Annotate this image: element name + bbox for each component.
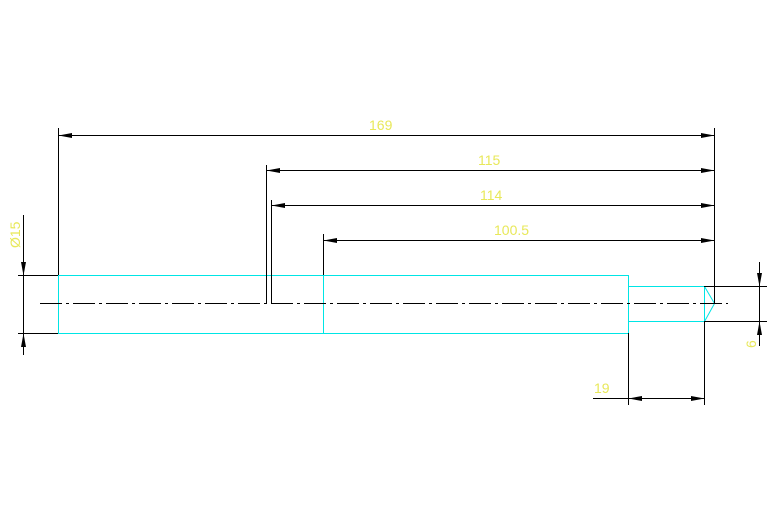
dimension-label-diameter-15: Ø15 bbox=[7, 221, 23, 248]
arrowhead bbox=[628, 396, 642, 401]
dimension-label-diameter-6: 6 bbox=[743, 340, 759, 348]
arrowhead bbox=[271, 203, 285, 208]
arrowhead bbox=[21, 262, 26, 276]
arrowhead bbox=[701, 133, 715, 138]
dimension-169: 169 bbox=[58, 117, 715, 303]
dimension-100-5: 100.5 bbox=[323, 222, 715, 275]
dimension-label-169: 169 bbox=[369, 117, 393, 133]
dimension-diameter-6: 6 bbox=[704, 262, 767, 348]
dimension-114: 114 bbox=[271, 187, 715, 303]
arrowhead bbox=[691, 396, 705, 401]
dimension-label-19: 19 bbox=[594, 380, 610, 396]
shaft-left-section bbox=[58, 275, 324, 334]
part-outline bbox=[58, 275, 716, 334]
arrowhead bbox=[701, 238, 715, 243]
arrowhead bbox=[21, 333, 26, 347]
arrowhead bbox=[58, 133, 72, 138]
shaft-middle-section bbox=[323, 275, 629, 334]
arrowhead bbox=[701, 168, 715, 173]
dimension-label-115: 115 bbox=[478, 152, 501, 168]
arrowhead bbox=[266, 168, 280, 173]
arrowhead bbox=[757, 273, 762, 287]
dimension-19: 19 bbox=[593, 321, 705, 405]
dimension-label-114: 114 bbox=[480, 187, 503, 203]
dimension-115: 115 bbox=[266, 152, 715, 303]
dimension-label-100-5: 100.5 bbox=[494, 222, 529, 238]
arrowhead bbox=[757, 321, 762, 335]
arrowhead bbox=[323, 238, 337, 243]
arrowhead bbox=[701, 203, 715, 208]
dimension-diameter-15: Ø15 bbox=[7, 215, 58, 355]
